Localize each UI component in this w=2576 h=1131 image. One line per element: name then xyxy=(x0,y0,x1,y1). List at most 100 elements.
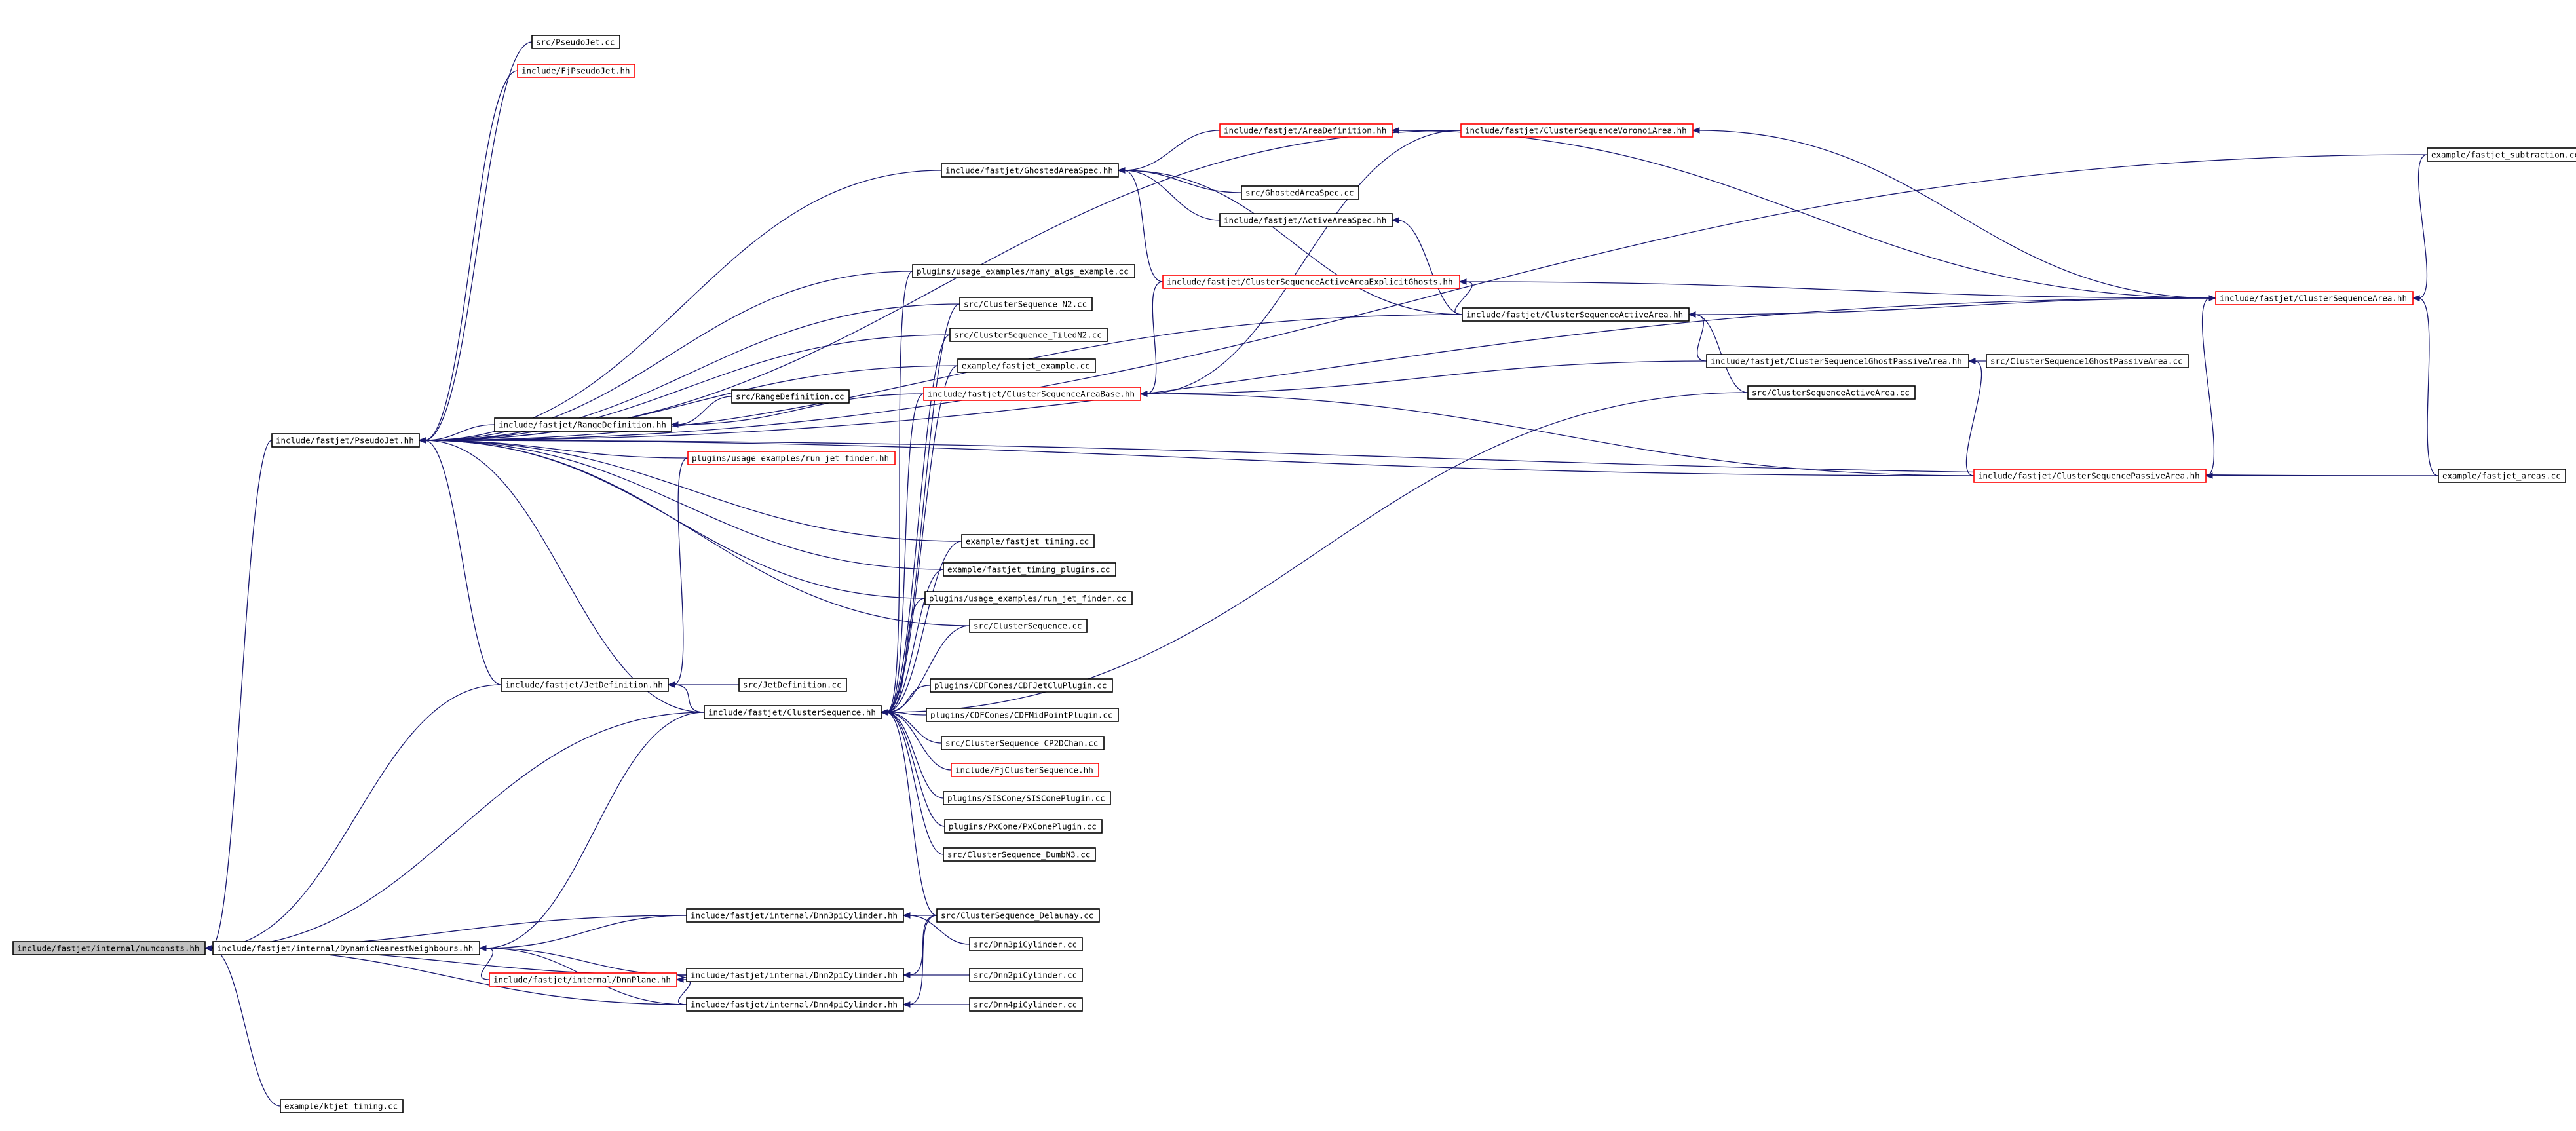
graph-node-activearea[interactable]: include/fastjet/ClusterSequenceActiveAre… xyxy=(1462,307,1690,322)
node-label: src/ClusterSequence1GhostPassiveArea.cc xyxy=(1990,356,2183,366)
edge-arrowhead xyxy=(670,421,679,428)
graph-node-dnn3h[interactable]: include/fastjet/internal/Dnn3piCylinder.… xyxy=(686,908,904,923)
node-box xyxy=(930,678,1113,693)
graph-node-csarea[interactable]: include/fastjet/ClusterSequenceArea.hh xyxy=(2215,291,2414,305)
graph-node-ghostpasscc[interactable]: src/ClusterSequence1GhostPassiveArea.cc xyxy=(1986,354,2189,368)
node-box xyxy=(969,937,1083,951)
dependency-edge xyxy=(886,712,944,799)
graph-node-kttiming[interactable]: example/ktjet_timing.cc xyxy=(280,1099,404,1113)
edge-arrowhead xyxy=(478,945,487,951)
graph-node-subtraction[interactable]: example/fastjet_subtraction.cc xyxy=(2427,147,2576,162)
dependency-edge xyxy=(886,625,970,713)
node-box xyxy=(936,908,1100,923)
dependency-edge xyxy=(424,440,1975,476)
graph-node-runjetfindercc[interactable]: plugins/usage_examples/run_jet_finder.cc xyxy=(924,591,1133,605)
node-label: src/RangeDefinition.cc xyxy=(736,392,844,402)
graph-node-siscone[interactable]: plugins/SISCone/SISConePlugin.cc xyxy=(943,791,1111,805)
edge-arrowhead xyxy=(675,976,684,983)
node-box xyxy=(926,708,1119,722)
graph-node-cdfmidpoint[interactable]: plugins/CDFCones/CDFMidPointPlugin.cc xyxy=(926,708,1119,722)
graph-node-passivearea[interactable]: include/fastjet/ClusterSequencePassiveAr… xyxy=(1973,469,2207,483)
graph-node-tiled[interactable]: src/ClusterSequence_TiledN2.cc xyxy=(949,328,1108,342)
graph-node-dnn2cc[interactable]: src/Dnn2piCylinder.cc xyxy=(969,968,1083,982)
graph-node-fjpseudojet[interactable]: include/FjPseudoJet.hh xyxy=(517,64,635,78)
node-box xyxy=(738,678,847,692)
dependency-edge xyxy=(1123,130,1221,171)
dependency-edge xyxy=(424,154,2428,441)
graph-node-jetdef[interactable]: include/fastjet/JetDefinition.hh xyxy=(501,678,669,692)
graph-node-cscc[interactable]: src/ClusterSequence.cc xyxy=(969,619,1088,633)
node-box xyxy=(943,791,1111,805)
edge-arrowhead xyxy=(902,912,911,919)
graph-node-cp2d[interactable]: src/ClusterSequence_CP2DChan.cc xyxy=(941,736,1105,750)
graph-node-delaunay[interactable]: src/ClusterSequence_Delaunay.cc xyxy=(936,908,1100,923)
dependency-edge xyxy=(1464,281,2216,299)
graph-node-pxcone[interactable]: plugins/PxCone/PxConePlugin.cc xyxy=(944,819,1103,834)
dependency-edge xyxy=(480,948,494,980)
node-label: include/fastjet/GhostedAreaSpec.hh xyxy=(945,166,1113,176)
graph-node-dnn4cc[interactable]: src/Dnn4piCylinder.cc xyxy=(969,997,1083,1012)
graph-node-dumbn3[interactable]: src/ClusterSequence_DumbN3.cc xyxy=(943,847,1096,862)
graph-node-fjcs[interactable]: include/FjClusterSequence.hh xyxy=(951,763,1099,777)
graph-node-activeareacc[interactable]: src/ClusterSequenceActiveArea.cc xyxy=(1747,385,1916,400)
graph-node-pseudojet[interactable]: include/fastjet/PseudoJet.hh xyxy=(271,433,420,448)
graph-node-dnn2h[interactable]: include/fastjet/internal/Dnn2piCylinder.… xyxy=(686,968,904,982)
graph-node-areabase[interactable]: include/fastjet/ClusterSequenceAreaBase.… xyxy=(923,387,1141,401)
dependency-edge xyxy=(424,440,944,570)
graph-node-activeexpl[interactable]: include/fastjet/ClusterSequenceActiveAre… xyxy=(1162,275,1460,289)
edge-arrowhead xyxy=(1139,391,1148,397)
dependency-edge xyxy=(1697,130,2216,299)
graph-node-csn2[interactable]: src/ClusterSequence_N2.cc xyxy=(959,297,1093,311)
graph-node-ghostedcc[interactable]: src/GhostedAreaSpec.cc xyxy=(1241,185,1359,200)
graph-node-ghostpassh[interactable]: include/fastjet/ClusterSequence1GhostPas… xyxy=(1706,354,1969,368)
node-label: include/fastjet/internal/Dnn2piCylinder.… xyxy=(691,970,898,980)
node-box xyxy=(271,433,420,448)
graph-node-runjetfinderh[interactable]: plugins/usage_examples/run_jet_finder.hh xyxy=(687,451,896,465)
node-label: include/fastjet/RangeDefinition.hh xyxy=(499,420,666,430)
node-box xyxy=(959,297,1093,311)
graph-node-timingplugins[interactable]: example/fastjet_timing_plugins.cc xyxy=(943,562,1116,577)
graph-node-csh[interactable]: include/fastjet/ClusterSequence.hh xyxy=(704,705,882,719)
node-label: example/fastjet_timing.cc xyxy=(966,537,1089,546)
graph-node-areadef[interactable]: include/fastjet/AreaDefinition.hh xyxy=(1219,123,1393,138)
node-label: plugins/usage_examples/run_jet_finder.hh xyxy=(692,453,889,463)
graph-node-rangedefcc[interactable]: src/RangeDefinition.cc xyxy=(731,389,850,404)
graph-node-rangedef[interactable]: include/fastjet/RangeDefinition.hh xyxy=(494,417,672,432)
graph-node-dnnh[interactable]: include/fastjet/internal/DynamicNearestN… xyxy=(212,941,480,955)
graph-node-ghostedh[interactable]: include/fastjet/GhostedAreaSpec.hh xyxy=(941,163,1119,178)
graph-node-voronoi[interactable]: include/fastjet/ClusterSequenceVoronoiAr… xyxy=(1460,123,1694,138)
graph-nodes: include/fastjet/internal/numconsts.hh inc… xyxy=(12,35,2576,1113)
graph-node-jetdefcc[interactable]: src/JetDefinition.cc xyxy=(738,678,847,692)
graph-node-dnnplane[interactable]: include/fastjet/internal/DnnPlane.hh xyxy=(489,972,677,987)
node-box xyxy=(212,941,480,955)
dependency-edge xyxy=(1397,130,2216,299)
dependency-edge xyxy=(886,598,926,713)
node-label: src/ClusterSequence_Delaunay.cc xyxy=(941,911,1093,921)
dependency-edge xyxy=(484,948,687,976)
node-label: include/FjPseudoJet.hh xyxy=(521,66,630,76)
node-label: include/FjClusterSequence.hh xyxy=(955,765,1093,775)
node-box xyxy=(943,562,1116,577)
dependency-edge xyxy=(484,712,705,949)
node-box xyxy=(957,358,1096,373)
graph-node-dnn4h[interactable]: include/fastjet/internal/Dnn4piCylinder.… xyxy=(686,997,904,1012)
graph-node-activespec[interactable]: include/fastjet/ActiveAreaSpec.hh xyxy=(1219,213,1393,227)
graph-node-dnn3cc[interactable]: src/Dnn3piCylinder.cc xyxy=(969,937,1083,951)
graph-node-areascc[interactable]: example/fastjet_areas.cc xyxy=(2438,469,2566,483)
node-label: include/fastjet/internal/DnnPlane.hh xyxy=(493,975,671,985)
dependency-edge xyxy=(424,440,962,542)
edge-arrowhead xyxy=(1117,167,1126,174)
dependency-edge xyxy=(886,303,960,713)
graph-node-pseudojetcc[interactable]: src/PseudoJet.cc xyxy=(531,35,620,49)
dependency-edge xyxy=(1145,130,1462,394)
graph-node-cdfjetclu[interactable]: plugins/CDFCones/CDFJetCluPlugin.cc xyxy=(930,678,1113,693)
graph-node-fjexample[interactable]: example/fastjet_example.cc xyxy=(957,358,1096,373)
dependency-edge xyxy=(1145,393,1975,476)
dependency-edge xyxy=(424,440,970,626)
node-label: src/GhostedAreaSpec.cc xyxy=(1245,188,1354,198)
node-box xyxy=(501,678,669,692)
graph-node-timing[interactable]: example/fastjet_timing.cc xyxy=(961,534,1095,548)
node-label: plugins/usage_examples/many_algs_example… xyxy=(917,267,1129,277)
graph-node-numconsts: include/fastjet/internal/numconsts.hh xyxy=(12,941,206,955)
graph-node-manyalgs[interactable]: plugins/usage_examples/many_algs_example… xyxy=(912,264,1135,278)
